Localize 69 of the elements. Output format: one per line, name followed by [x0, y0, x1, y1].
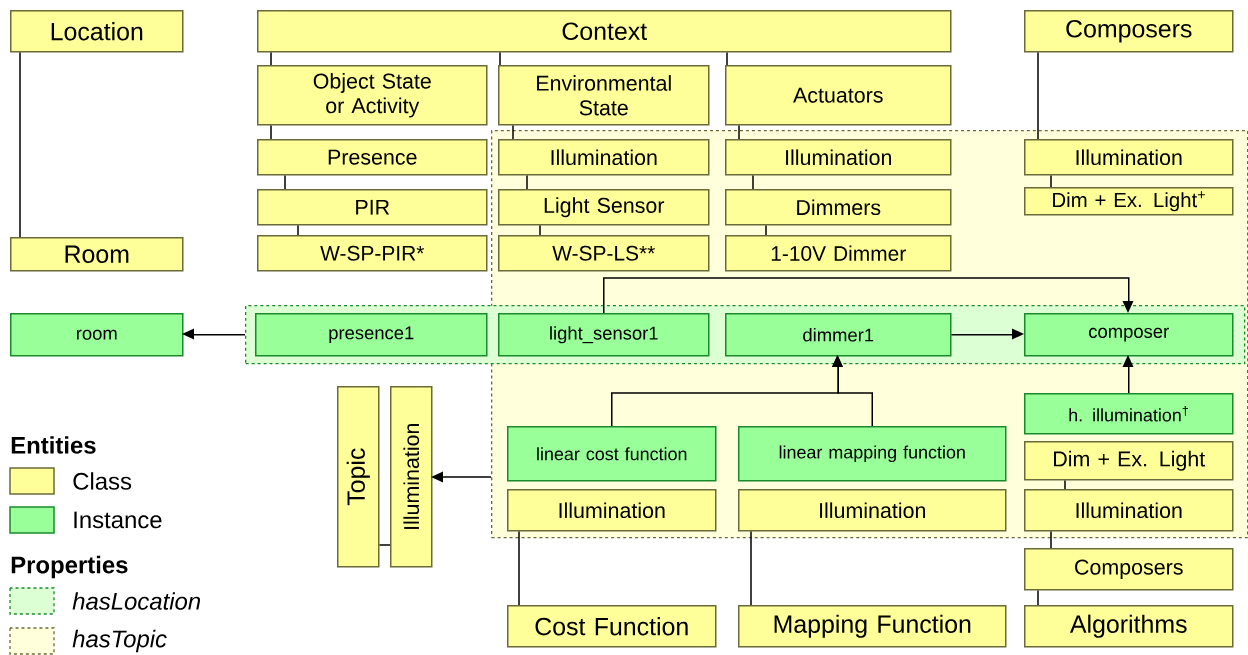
arrow [603, 277, 1134, 314]
class-box: Dim + Ex. Light$^{+}$ [1024, 187, 1234, 216]
class-box: Environmental State [498, 65, 710, 126]
class-box: Composers [1024, 548, 1234, 591]
arrow [950, 328, 1024, 340]
class-box: W-SP-LS** [498, 235, 710, 272]
arrow [182, 328, 246, 340]
connector-line [19, 51, 21, 238]
class-box: Dimmers [725, 189, 952, 226]
connector-line [1050, 174, 1052, 188]
class-box: Room [10, 237, 184, 272]
arrow [832, 355, 873, 427]
connector-line [270, 124, 272, 140]
instance-box: dimmer1 [725, 313, 952, 357]
connector-line [750, 530, 752, 606]
arrow [431, 471, 492, 483]
instance-box: presence1 [255, 313, 488, 357]
class-box: PIR [257, 189, 488, 226]
legend-label: hasTopic [72, 629, 167, 653]
class-box: Illumination [725, 139, 952, 176]
class-box: Composers [1024, 10, 1234, 53]
instance-box: linear mapping function [738, 426, 1007, 482]
instance-box: h. illumination$^{†}$ [1024, 393, 1234, 435]
class-box: Topic [337, 386, 380, 568]
instance-box: linear cost function [507, 426, 717, 482]
connector-line [539, 224, 541, 236]
arrow [1122, 355, 1134, 394]
class-box: Algorithms [1024, 605, 1234, 648]
class-box: Cost Function [507, 605, 717, 648]
connector-line [518, 530, 520, 606]
connector-line [512, 124, 514, 140]
class-box: Illumination [390, 386, 433, 568]
class-box: 1-10V Dimmer [725, 235, 952, 272]
connector-line [378, 544, 391, 546]
connector-line [1050, 530, 1052, 549]
connector-line [297, 224, 299, 236]
connector-line [1064, 479, 1066, 490]
legend-heading: Entities [11, 436, 96, 454]
class-box: Illumination [498, 139, 710, 176]
class-box: Location [10, 10, 184, 53]
class-box: Illumination [738, 489, 1007, 532]
connector-line [270, 51, 272, 66]
connector-line [726, 51, 728, 66]
class-box: Object State or Activity [257, 65, 488, 126]
connector-line [752, 174, 754, 190]
legend-heading: Properties [11, 555, 128, 579]
class-box: Illumination [1024, 489, 1234, 532]
legend-label: Instance [74, 511, 162, 529]
connector-line [284, 174, 286, 190]
instance-box: composer [1024, 313, 1234, 357]
class-box: Light Sensor [498, 189, 710, 226]
connector-line [765, 224, 767, 236]
connector-line [1037, 589, 1039, 606]
connector-line [738, 124, 740, 140]
class-box: Presence [257, 139, 488, 176]
legend-label: hasLocation [72, 592, 201, 610]
legend-label: Class [73, 472, 132, 490]
class-box: Mapping Function [738, 605, 1007, 648]
connector-line [499, 51, 501, 66]
instance-box: room [10, 313, 184, 357]
class-box: Illumination [1024, 139, 1234, 176]
class-box: Illumination [507, 489, 717, 532]
class-box: W-SP-PIR* [257, 235, 488, 272]
class-box: Dim + Ex. Light [1024, 441, 1234, 481]
connector-line [526, 174, 528, 190]
connector-line [1037, 51, 1039, 140]
class-box: Actuators [725, 65, 952, 126]
instance-box: light_sensor1 [498, 313, 710, 357]
class-box: Context [257, 10, 952, 53]
